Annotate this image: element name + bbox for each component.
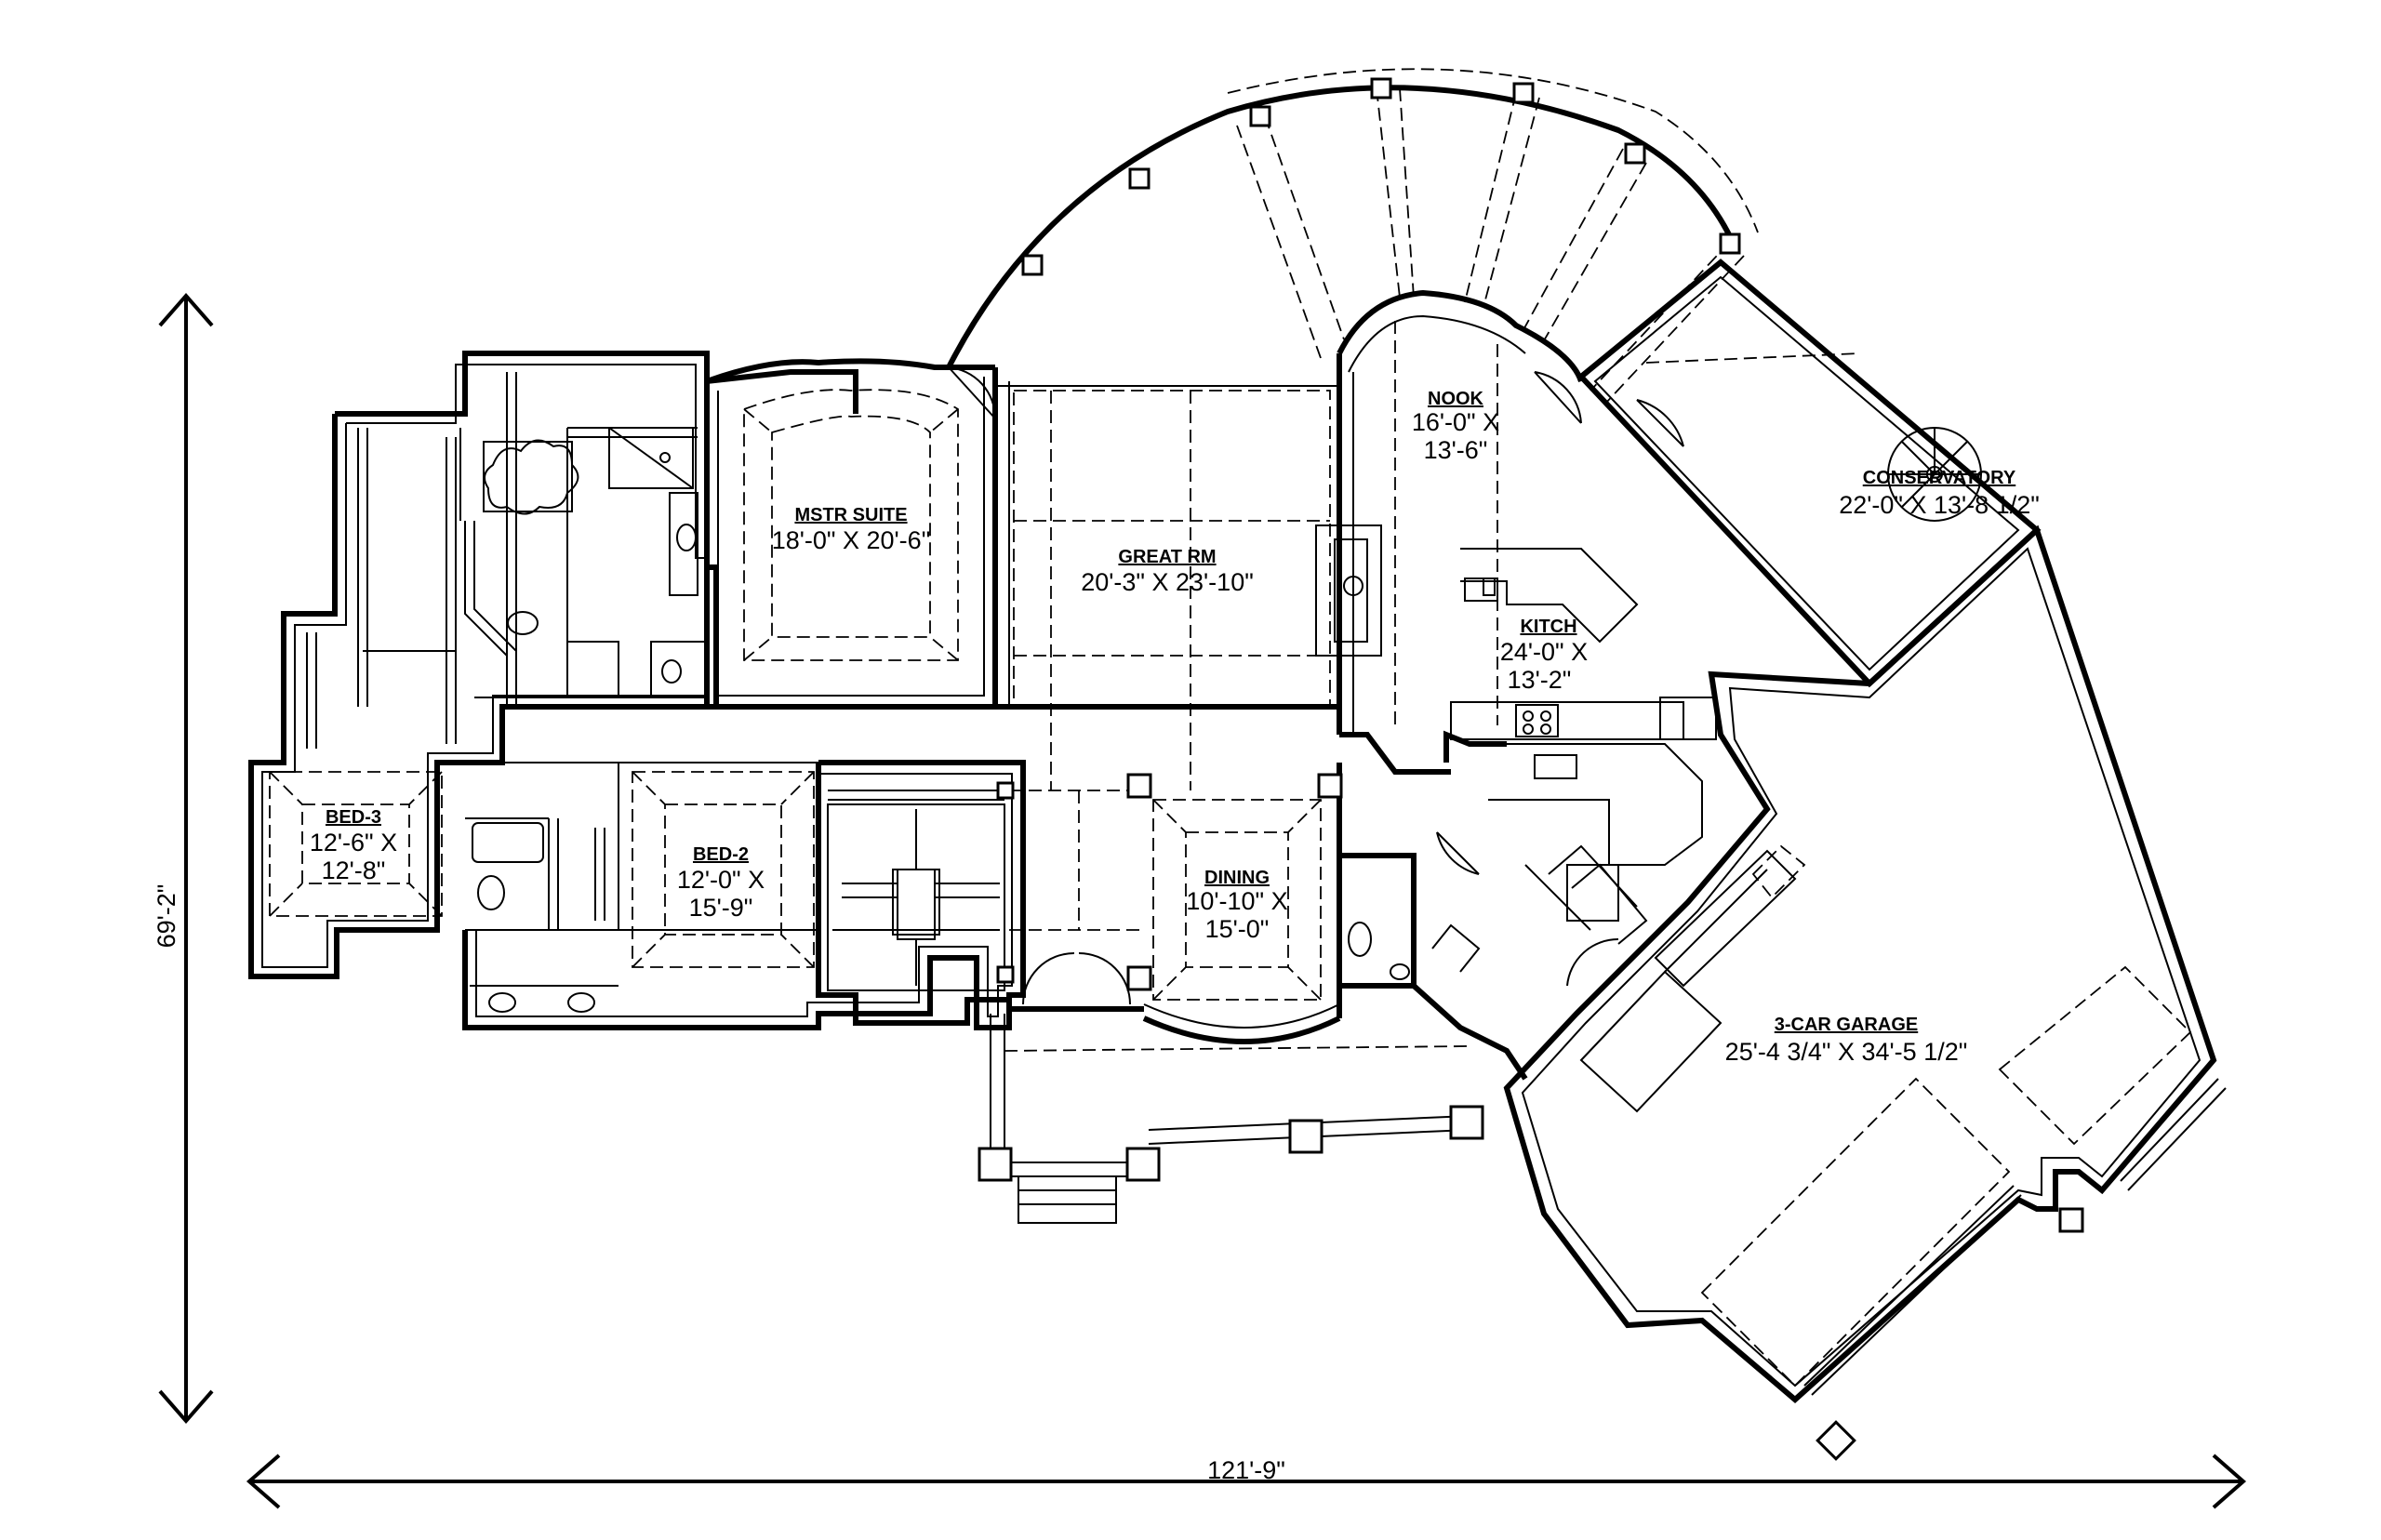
dining-label: DINING xyxy=(1204,868,1270,888)
dining-dim-1: 10'-10" X xyxy=(1186,887,1287,915)
bedroom-wing-walls xyxy=(248,351,1026,1030)
nook-label: NOOK xyxy=(1428,389,1484,409)
bed-3-dim-1: 12'-6" X xyxy=(310,829,397,856)
width-dimension-arrow xyxy=(246,1454,2247,1509)
bed-2-dim-1: 12'-0" X xyxy=(677,866,765,894)
foyer-area xyxy=(816,763,1144,1026)
kitch-dim-1: 24'-0" X xyxy=(1500,638,1588,666)
central-stairs xyxy=(832,869,1000,936)
nook-dim-2: 13'-6" xyxy=(1424,436,1488,464)
bed-3-label: BED-3 xyxy=(326,807,381,828)
garage-room xyxy=(1503,524,2227,1461)
garage-dim: 25'-4 3/4" X 34'-5 1/2" xyxy=(1725,1038,1968,1066)
nook-dim-1: 16'-0" X xyxy=(1412,408,1499,436)
kitch-dim-2: 13'-2" xyxy=(1508,666,1572,694)
great-rm-label: GREAT RM xyxy=(1118,547,1216,567)
mstr-suite-label: MSTR SUITE xyxy=(794,505,907,525)
bed-2-dim-2: 15'-9" xyxy=(689,894,753,922)
front-porch xyxy=(978,1014,1484,1224)
overall-depth-label: 69'-2" xyxy=(153,884,180,949)
utility-area xyxy=(1337,732,1648,1081)
conservatory-dim: 22'-0" X 13'-8 1/2" xyxy=(1839,491,2040,519)
dining-room xyxy=(1126,763,1343,1044)
great-rm-dim: 20'-3" X 23'-10" xyxy=(1081,568,1254,596)
kitch-label: KITCH xyxy=(1520,617,1576,637)
nook-room xyxy=(1337,314,1582,735)
bed-3-room xyxy=(269,771,443,917)
bed-2-label: BED-2 xyxy=(693,844,749,865)
rear-curved-patio xyxy=(946,68,1759,405)
kitchen-room xyxy=(1443,548,1717,922)
depth-dimension-arrow xyxy=(158,292,214,1425)
mstr-suite-dim: 18'-0" X 20'-6" xyxy=(772,526,931,554)
bed-2-room xyxy=(632,771,815,968)
conservatory-label: CONSERVATORY xyxy=(1863,468,2016,488)
dining-dim-2: 15'-0" xyxy=(1205,915,1270,943)
bed-3-dim-2: 12'-8" xyxy=(322,856,386,884)
overall-width-label: 121'-9" xyxy=(1207,1456,1285,1484)
garage-label: 3-CAR GARAGE xyxy=(1775,1015,1918,1035)
